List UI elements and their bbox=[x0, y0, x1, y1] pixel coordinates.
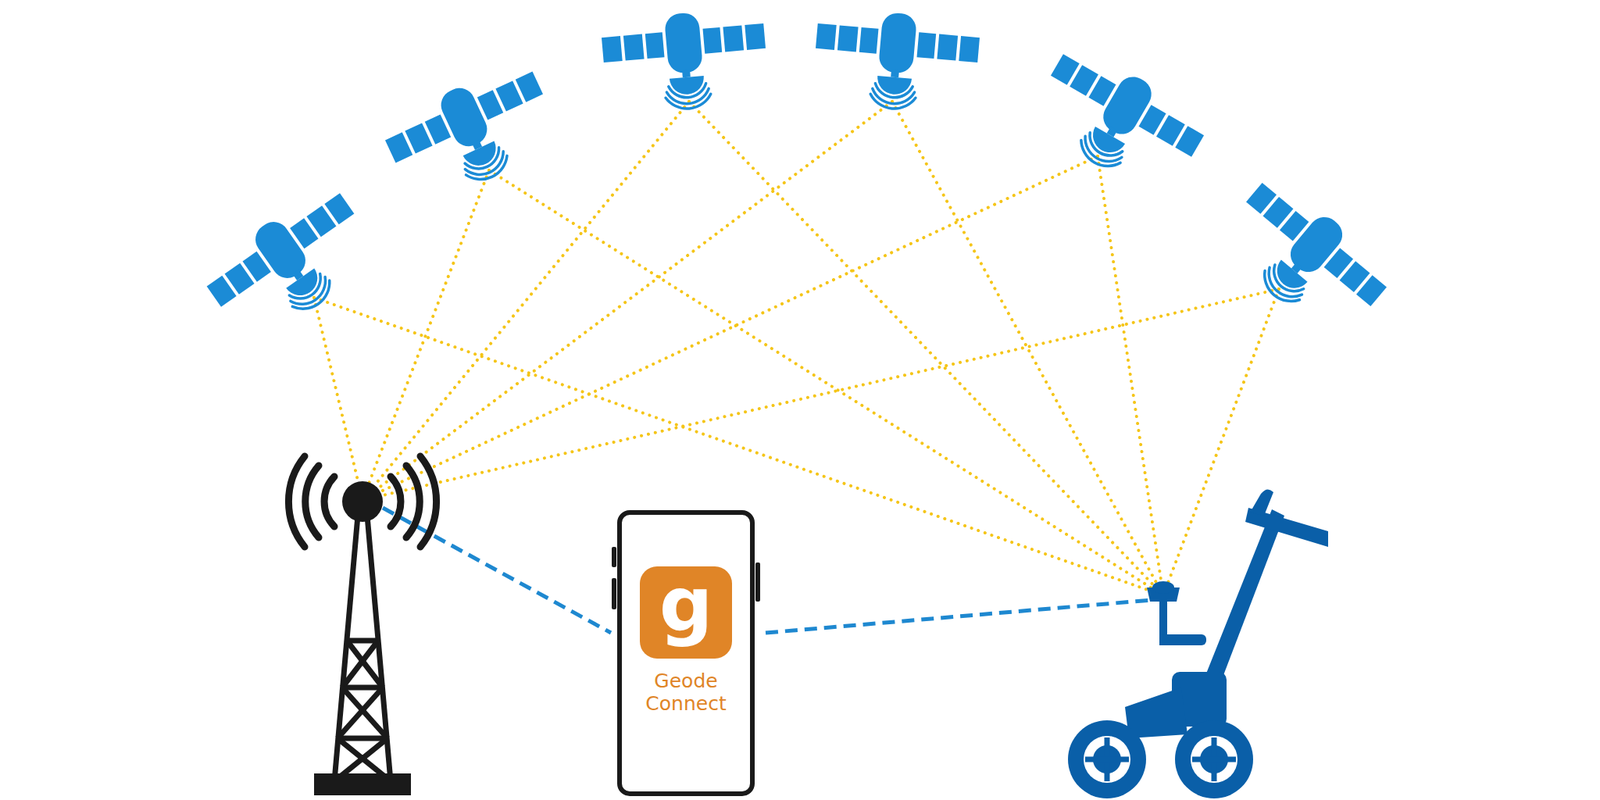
app-name: Geode Connect bbox=[627, 669, 745, 715]
app-logo-letter: g bbox=[659, 567, 714, 643]
data-link bbox=[382, 507, 1152, 633]
radio-tower bbox=[288, 456, 436, 796]
phone-screen: gGeode Connect bbox=[617, 510, 755, 797]
app-icon: g bbox=[639, 566, 733, 659]
satellite bbox=[196, 6, 1398, 351]
gpr-cart bbox=[1067, 489, 1329, 799]
satellite-signal bbox=[314, 101, 1279, 596]
